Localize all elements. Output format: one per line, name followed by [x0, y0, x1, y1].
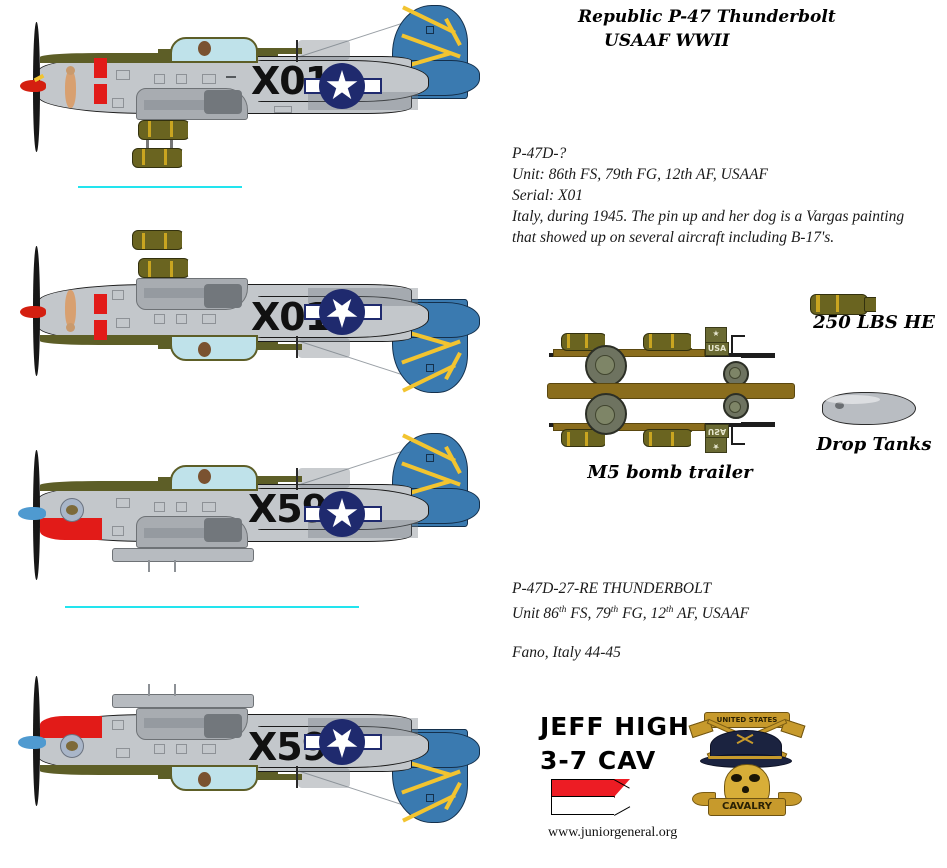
drop-tank-icon	[822, 392, 916, 425]
description-top-line1: P-47D-?	[512, 145, 567, 162]
page-title-line1: Republic P-47 Thunderbolt	[578, 7, 836, 27]
unit-logo-line1: JEFF HIGH	[540, 712, 690, 741]
spinner	[20, 80, 46, 92]
pilot-figure	[198, 41, 211, 56]
bomb-caption: 250 LBS HE	[813, 312, 935, 333]
description-bottom: P-47D-27-RE THUNDERBOLT Unit 86th FS, 79…	[512, 578, 749, 663]
description-bottom-line3: Fano, Italy 44-45	[512, 644, 621, 662]
aircraft-profile-3: X59	[8, 428, 480, 618]
pilot-figure	[198, 342, 211, 357]
description-bottom-line2: Unit 86th FS, 79th FG, 12th AF, USAAF	[512, 599, 749, 624]
bomb-250lb-icon	[806, 290, 898, 318]
drop-tank-caption: Drop Tanks	[816, 434, 932, 455]
separator-line-1	[78, 186, 242, 188]
aircraft-profile-1: X01	[8, 0, 480, 190]
aircraft-profile-4: X59	[8, 638, 480, 828]
ordinal-suffix-3: th	[666, 604, 674, 615]
description-top-line3: Serial: X01	[512, 187, 584, 204]
nose-band-red	[40, 518, 102, 540]
trailer-usa-plate-upper: USA	[705, 342, 729, 356]
bomb-station-centerline	[132, 146, 204, 170]
cavalry-guidon-flag	[551, 779, 631, 821]
ordinal-suffix-2: th	[610, 604, 619, 615]
separator-line-2	[65, 606, 359, 608]
cowl-band-red-lower	[94, 84, 107, 104]
canopy	[170, 465, 258, 491]
unit-prefix: Unit 86	[512, 605, 559, 623]
description-top-line4: Italy, during 1945. The pin up and her d…	[512, 208, 905, 225]
squadron-emblem	[60, 734, 84, 758]
m5-bomb-trailer-icon: ★ USA ★ USA	[545, 325, 795, 455]
trailer-lower: ★ USA	[545, 393, 795, 455]
description-top: P-47D-? Unit: 86th FS, 79th FG, 12th AF,…	[512, 143, 904, 248]
spinner	[18, 736, 46, 749]
spinner	[20, 306, 46, 318]
description-top-line5: that showed up on several aircraft inclu…	[512, 229, 835, 246]
trailer-usa-plate-lower: USA	[705, 424, 729, 438]
trailer-upper: ★ USA	[545, 325, 795, 387]
cavalry-skull-emblem: UNITED STATES CAVALRY	[686, 706, 806, 824]
unit-logo-line2: 3-7 CAV	[540, 746, 657, 775]
cowl-band-red-upper	[94, 58, 107, 78]
squadron-emblem	[60, 498, 84, 522]
pilot-figure	[198, 469, 211, 484]
canopy	[170, 335, 258, 361]
bomb-station-inboard	[138, 118, 210, 142]
description-top-line2: Unit: 86th FS, 79th FG, 12th AF, USAAF	[512, 166, 769, 183]
footer-url: www.juniorgeneral.org	[548, 825, 678, 840]
trailer-caption: M5 bomb trailer	[587, 462, 753, 483]
spacer	[512, 624, 749, 642]
unit-mid-1: FS, 79	[566, 605, 611, 623]
ordinal-suffix-1: th	[558, 604, 567, 615]
trailer-star-plate-lower: ★	[705, 437, 727, 453]
unit-mid-2: FG, 12	[618, 605, 667, 623]
page-title-line2: USAAF WWII	[604, 31, 730, 51]
nose-art-pinup	[65, 70, 76, 108]
canopy	[170, 765, 258, 791]
canopy	[170, 37, 258, 63]
trailer-star-plate-upper: ★	[705, 327, 727, 343]
emblem-bottom-banner: CAVALRY	[708, 798, 786, 816]
description-bottom-line1: P-47D-27-RE THUNDERBOLT	[512, 580, 712, 597]
spinner	[18, 507, 46, 520]
aircraft-profile-2: X01	[8, 208, 480, 398]
unit-end: AF, USAAF	[673, 605, 750, 623]
pilot-figure	[198, 772, 211, 787]
